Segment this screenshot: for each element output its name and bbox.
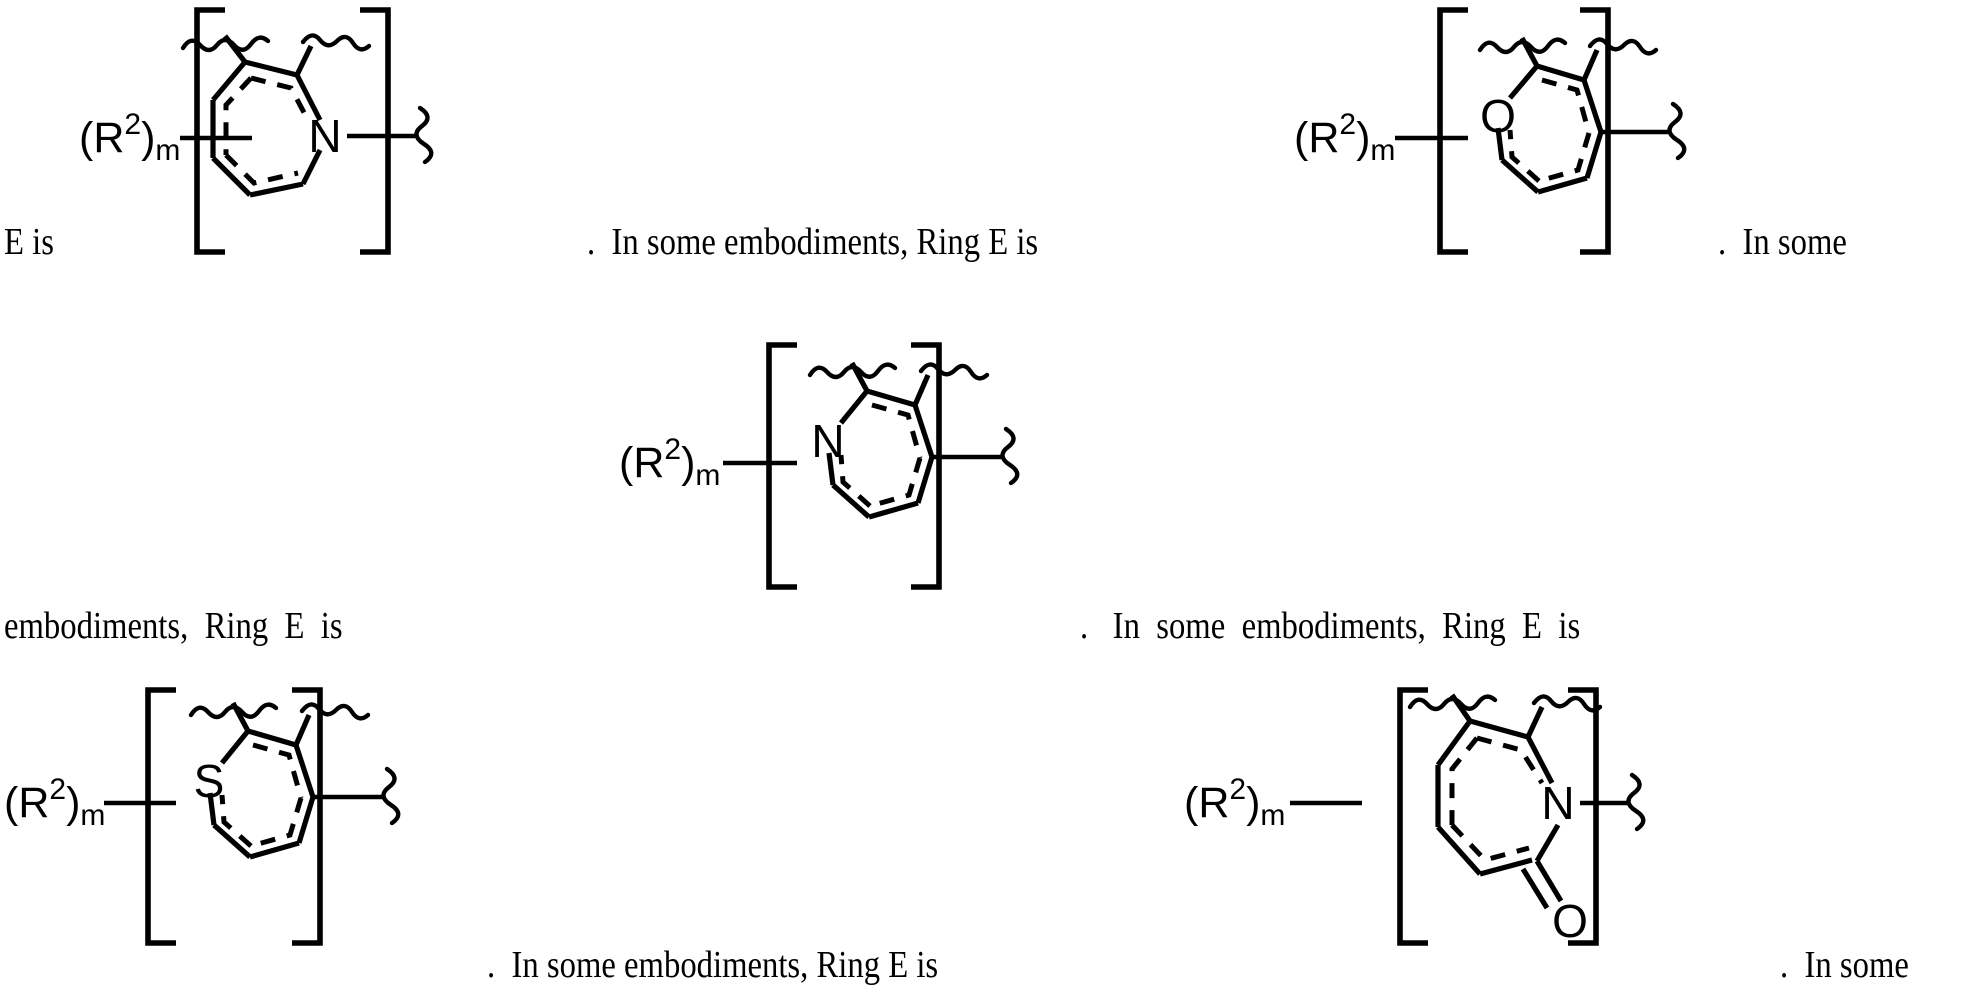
right-bracket	[911, 342, 942, 590]
r-group-label: (R2)m	[1184, 773, 1285, 832]
wavy-attachment-top-right-icon	[1587, 37, 1659, 56]
wavy-stem-right	[1525, 705, 1545, 739]
chemical-structure-azepine-n-left: (R2)m N	[615, 325, 1045, 625]
sulfur-atom-label: S	[194, 755, 225, 807]
wavy-attachment-top-left-icon	[180, 35, 271, 53]
chemical-structure-azepinone-n-oxo: (R2)m N	[1180, 655, 1650, 975]
wavy-attachment-top-right-icon	[299, 702, 371, 721]
chemical-structure-azepine-n-right: (R2)m	[75, 0, 485, 300]
wavy-attachment-top-left-icon	[807, 362, 898, 380]
left-bracket	[766, 342, 797, 590]
right-bracket	[360, 7, 391, 255]
right-bracket	[1568, 687, 1599, 946]
r-group-label: (R2)m	[79, 108, 180, 167]
azepine-ring	[826, 388, 935, 520]
text-run-in-some-2: . In some	[1780, 944, 1909, 986]
wavy-stem-right	[912, 373, 931, 407]
wavy-attachment-right-icon	[1626, 772, 1646, 832]
text-run-in-some-1: . In some	[1718, 221, 1847, 263]
wavy-stem-right	[1581, 48, 1600, 82]
thiepine-ring	[207, 728, 316, 860]
wavy-attachment-right-icon	[1667, 101, 1687, 161]
nitrogen-atom-label: N	[308, 110, 341, 162]
text-run-embodiments-ring-e-is: embodiments, Ring E is	[4, 605, 343, 647]
wavy-stem-right	[294, 44, 314, 77]
text-run-in-some-embodiments-2: . In some embodiments, Ring E is	[1080, 605, 1581, 647]
wavy-attachment-right-icon	[381, 766, 401, 826]
azepine-ring	[210, 59, 323, 198]
oxygen-atom-label: O	[1480, 90, 1516, 142]
left-bracket	[1397, 687, 1428, 946]
text-run-in-some-embodiments-3: . In some embodiments, Ring E is	[487, 944, 939, 986]
right-bracket	[292, 687, 323, 946]
oxepine-ring	[1495, 63, 1604, 195]
text-run-in-some-embodiments-1: . In some embodiments, Ring E is	[587, 221, 1039, 263]
nitrogen-atom-label: N	[811, 415, 844, 467]
wavy-attachment-top-right-icon	[1531, 694, 1603, 713]
text-run-e-is: E is	[4, 221, 54, 263]
left-bracket	[145, 687, 176, 946]
left-bracket	[194, 7, 225, 255]
chemical-structure-thiepine-s-left: (R2)m S	[0, 655, 430, 975]
wavy-attachment-right-icon	[414, 105, 434, 165]
chemical-structure-oxepine-o-left: (R2)m O	[1290, 0, 1710, 300]
wavy-attachment-top-right-icon	[300, 33, 372, 52]
left-bracket	[1437, 7, 1468, 255]
wavy-attachment-top-left-icon	[1477, 37, 1568, 55]
wavy-attachment-top-left-icon	[188, 702, 279, 720]
wavy-attachment-top-right-icon	[918, 362, 990, 381]
wavy-stem-right	[293, 713, 312, 747]
wavy-attachment-top-left-icon	[1407, 694, 1498, 712]
r-group-label: (R2)m	[619, 433, 720, 492]
r-group-label: (R2)m	[1294, 108, 1395, 167]
nitrogen-atom-label: N	[1541, 777, 1574, 829]
azepinone-ring	[1435, 718, 1555, 877]
wavy-attachment-right-icon	[1000, 426, 1020, 486]
r-group-label: (R2)m	[4, 773, 105, 832]
oxygen-atom-label: O	[1552, 895, 1588, 947]
